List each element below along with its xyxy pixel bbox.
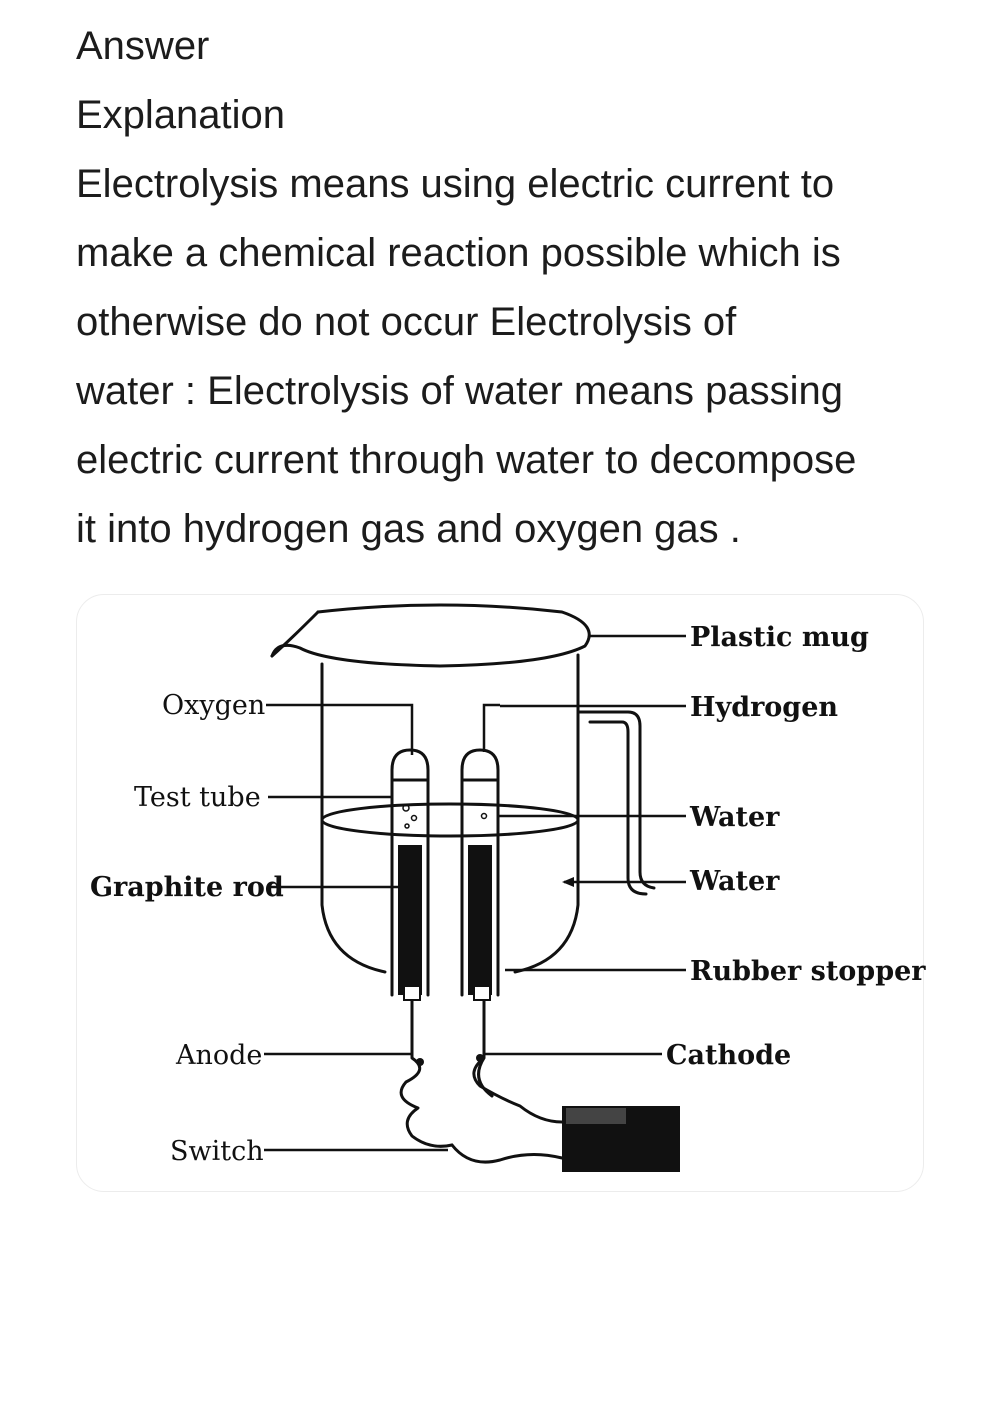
answer-text: Answer Explanation Electrolysis means us… (76, 12, 936, 564)
explanation-heading: Explanation (76, 93, 286, 137)
label-plastic-mug: Plastic mug (690, 622, 869, 653)
label-oxygen: Oxygen (162, 690, 265, 721)
explanation-line: Electrolysis means using electric curren… (76, 162, 835, 206)
mug-handle (576, 710, 656, 896)
label-switch: Switch (170, 1136, 264, 1167)
explanation-line: otherwise do not occur Electrolysis of (76, 300, 737, 344)
explanation-line: electric current through water to decomp… (76, 438, 857, 482)
mug-spout (270, 610, 320, 658)
label-water-1: Water (689, 802, 780, 833)
test-tube-left (390, 748, 430, 997)
answer-heading: Answer (76, 24, 210, 68)
explanation-line: make a chemical reaction possible which … (76, 231, 841, 275)
label-test-tube: Test tube (134, 782, 261, 813)
terminal-left (403, 985, 421, 1001)
explanation-line: water : Electrolysis of water means pass… (76, 369, 843, 413)
graphite-rod-right (468, 845, 492, 995)
graphite-rod-left (398, 845, 422, 995)
anode-wire (399, 993, 454, 1148)
label-rubber-stopper: Rubber stopper (690, 956, 926, 987)
mug-rim (270, 603, 591, 668)
switch-wire (450, 1143, 564, 1164)
label-graphite-rod: Graphite rod (90, 872, 284, 903)
explanation-line: it into hydrogen gas and oxygen gas . (76, 507, 741, 551)
label-water-2: Water (689, 866, 780, 897)
cathode-wire (472, 993, 564, 1124)
water-surface (320, 802, 580, 838)
label-hydrogen: Hydrogen (690, 692, 838, 723)
diagram-card (76, 594, 924, 1192)
label-cathode: Cathode (666, 1040, 791, 1071)
terminal-right (473, 985, 491, 1001)
mug-body (320, 653, 580, 974)
label-anode: Anode (175, 1040, 262, 1071)
test-tube-right (460, 748, 500, 997)
